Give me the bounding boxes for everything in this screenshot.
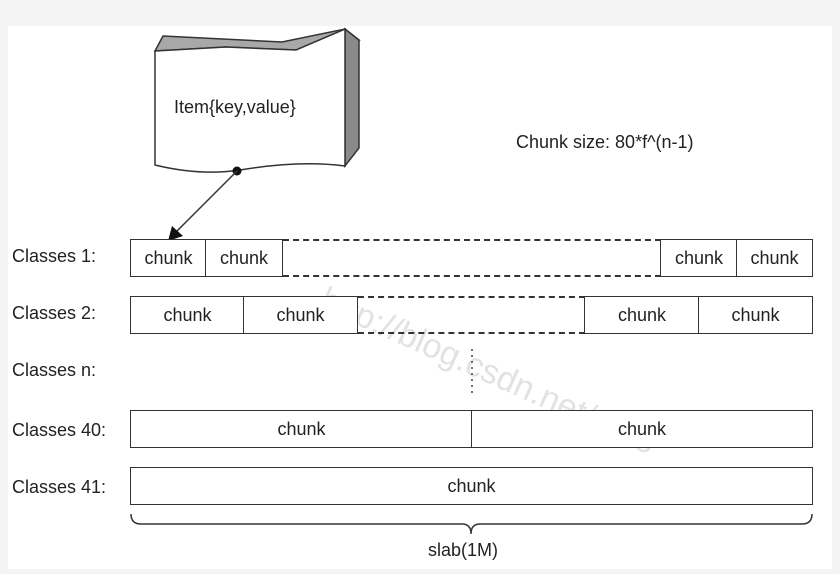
- row-label-classes-41: Classes 41:: [12, 477, 107, 497]
- slab-gap-dashed: [283, 239, 661, 277]
- row-label-classes-2: Classes 2:: [12, 303, 97, 323]
- chunk-cell: chunk: [205, 239, 283, 277]
- item-shape-front: [154, 27, 346, 173]
- item-shape-side: [344, 27, 360, 169]
- row-label-classes-40: Classes 40:: [12, 420, 107, 440]
- item-arrowhead: [168, 226, 183, 241]
- chunk-cell: chunk: [698, 296, 813, 334]
- item-arrow-line: [175, 170, 238, 233]
- slab-brace: [130, 513, 813, 535]
- row-label-classes-n: Classes n:: [12, 360, 97, 380]
- item-label: Item{key,value}: [174, 97, 296, 117]
- chunk-cell: chunk: [736, 239, 813, 277]
- chunk-cell: chunk: [471, 410, 813, 448]
- chunk-cell: chunk: [130, 296, 245, 334]
- chunk-cell: chunk: [130, 239, 207, 277]
- chunk-cell: chunk: [584, 296, 700, 334]
- chunk-cell: chunk: [243, 296, 358, 334]
- chunk-cell: chunk: [660, 239, 738, 277]
- chunk-cell: chunk: [130, 410, 473, 448]
- chunk-cell: chunk: [130, 467, 813, 505]
- row-label-classes-1: Classes 1:: [12, 246, 97, 266]
- slab-gap-dashed: [358, 296, 585, 334]
- slab-size-label: slab(1M): [428, 540, 499, 560]
- chunk-size-formula: Chunk size: 80*f^(n-1): [516, 132, 694, 152]
